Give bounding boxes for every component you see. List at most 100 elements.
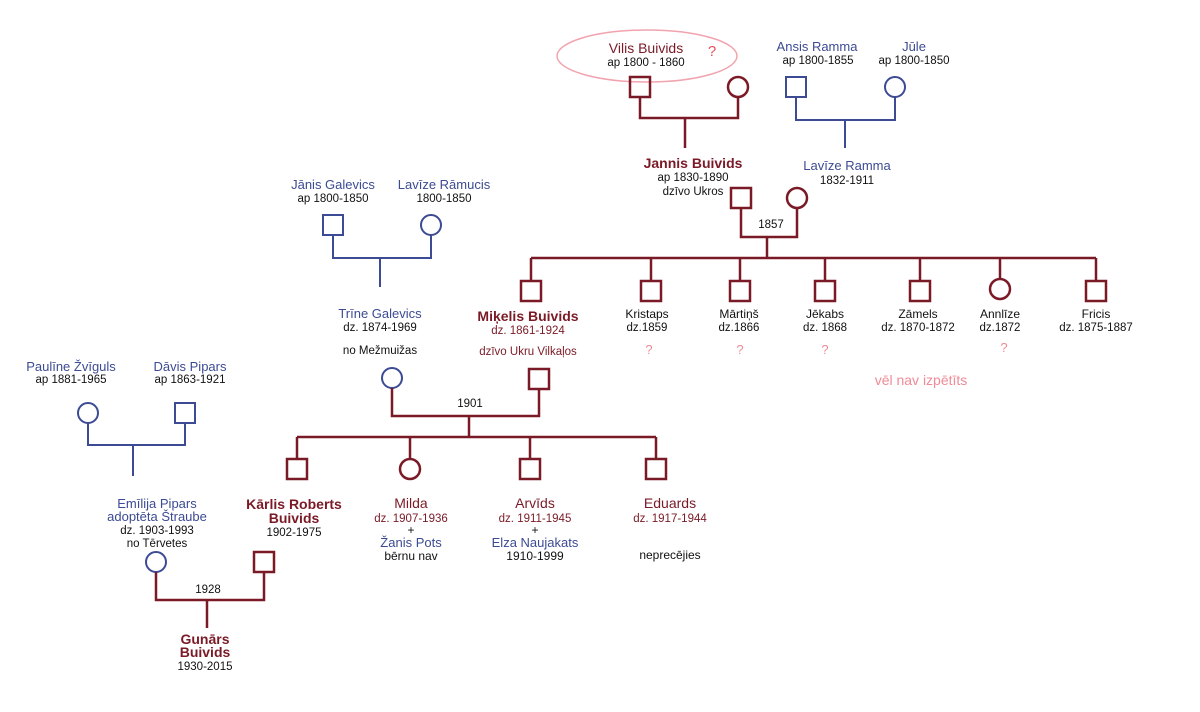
family-mikelis <box>285 367 668 481</box>
zamels-name: Zāmels <box>898 307 938 321</box>
female-symbol <box>420 214 442 236</box>
fricis-dates: dz. 1875-1887 <box>1059 322 1133 334</box>
arvids-spouse: Elza Naujakats <box>491 535 579 550</box>
family-karlis <box>145 550 276 628</box>
milda-dates: dz. 1907-1936 <box>374 513 448 525</box>
male-symbol <box>322 214 344 236</box>
mikelis-name: Miķelis Buivids <box>477 308 579 324</box>
lavize-ramma-name: Lavīze Ramma <box>803 158 891 173</box>
male-symbol <box>252 550 276 574</box>
janis-galevics-name: Jānis Galevics <box>291 177 375 192</box>
emilija-name: Emīlija Pipars <box>117 496 197 511</box>
male-symbol <box>285 457 309 481</box>
lavize-ramucis-dates: 1800-1850 <box>416 193 472 205</box>
couple-pipars <box>77 402 196 476</box>
annlize-name: Annlīze <box>979 307 1021 321</box>
pauline-dates: ap 1881-1965 <box>35 374 107 386</box>
milda-spouse: Žanis Pots <box>380 535 442 550</box>
ansis-dates: ap 1800-1855 <box>782 55 854 67</box>
zamels-dates: dz. 1870-1872 <box>881 322 955 334</box>
lavize-ramma-dates: 1832-1911 <box>819 175 875 187</box>
arvids-name: Arvīds <box>515 495 555 511</box>
couple-galevics <box>322 214 442 287</box>
arvids-plus: + <box>531 523 539 537</box>
female-symbol <box>77 402 99 424</box>
marriage-year-1857: 1857 <box>758 219 784 231</box>
kristaps-question-mark: ? <box>645 342 653 357</box>
couple-ansis-jule <box>785 76 906 148</box>
fricis-name: Fricis <box>1081 307 1111 321</box>
annlize-dates: dz.1872 <box>979 322 1021 334</box>
arvids-dates: dz. 1911-1945 <box>498 513 572 525</box>
uncertain-ancestor-ellipse <box>556 29 738 83</box>
female-symbol <box>145 551 167 573</box>
mikelis-note: dzīvo Ukru Vilkaļos <box>479 346 577 358</box>
jule-dates: ap 1800-1850 <box>878 55 950 67</box>
marriage-year-1901: 1901 <box>457 398 483 410</box>
jannis-dates: ap 1830-1890 <box>657 172 729 184</box>
not-researched-note: vēl nav izpētīts <box>874 372 968 388</box>
kristaps-name: Kristaps <box>625 307 669 321</box>
male-symbol <box>729 186 753 210</box>
male-symbol <box>174 402 196 424</box>
female-symbol <box>726 75 750 99</box>
ansis-name: Ansis Ramma <box>776 39 858 54</box>
male-symbol <box>813 279 837 303</box>
female-symbol <box>988 277 1012 301</box>
milda-note: bērnu nav <box>384 549 438 563</box>
trine-note: no Mežmuižas <box>342 345 418 357</box>
male-symbol <box>639 279 663 303</box>
mikelis-dates: dz. 1861-1924 <box>491 325 565 337</box>
trine-name: Trīne Galevics <box>338 306 422 321</box>
jannis-name: Jannis Buivids <box>643 155 743 171</box>
female-symbol <box>398 457 422 481</box>
arvids-spouse-dates: 1910-1999 <box>506 549 564 563</box>
karlis-dates: 1902-1975 <box>266 527 322 539</box>
emilija-adopted-name: adoptēta Štraube <box>107 509 207 524</box>
milda-plus: + <box>407 523 415 537</box>
jekabs-question-mark: ? <box>821 342 829 357</box>
martins-name: Mārtiņš <box>719 307 759 321</box>
trine-dates: dz. 1874-1969 <box>343 322 417 334</box>
milda-name: Milda <box>394 495 428 511</box>
vilis-question-mark: ? <box>707 43 717 60</box>
female-symbol <box>381 367 403 389</box>
emilija-dates: dz. 1903-1993 <box>120 525 194 537</box>
eduards-note: neprecējies <box>639 548 701 562</box>
male-symbol <box>628 75 652 99</box>
eduards-name: Eduards <box>643 495 697 511</box>
janis-galevics-dates: ap 1800-1850 <box>297 193 369 205</box>
vilis-dates: ap 1800 - 1860 <box>607 57 685 69</box>
male-symbol <box>519 279 543 303</box>
female-symbol <box>884 76 906 98</box>
male-symbol <box>1084 279 1108 303</box>
jekabs-name: Jēkabs <box>805 307 845 321</box>
martins-dates: dz.1866 <box>718 322 760 334</box>
male-symbol <box>644 457 668 481</box>
male-symbol <box>527 367 551 391</box>
vilis-name: Vilis Buivids <box>608 40 684 56</box>
eduards-dates: dz. 1917-1944 <box>633 513 707 525</box>
lavize-ramucis-name: Lavīze Rāmucis <box>397 177 491 192</box>
gunars-name-line1: Gunārs <box>180 631 230 647</box>
jule-name: Jūle <box>902 39 926 54</box>
gunars-dates: 1930-2015 <box>177 661 233 673</box>
jekabs-dates: dz. 1868 <box>802 322 848 334</box>
jannis-note: dzīvo Ukros <box>662 186 724 198</box>
male-symbol <box>908 279 932 303</box>
emilija-note: no Tērvetes <box>126 538 188 550</box>
couple-vilis <box>628 75 750 148</box>
gunars-name-line2: Buivids <box>179 644 231 660</box>
davis-dates: ap 1863-1921 <box>154 374 226 386</box>
martins-question-mark: ? <box>736 342 744 357</box>
davis-name: Dāvis Pipars <box>153 359 227 374</box>
male-symbol <box>518 457 542 481</box>
family-jannis <box>519 186 1108 303</box>
female-symbol <box>785 186 809 210</box>
pauline-name: Paulīne Žvīguls <box>26 359 116 374</box>
marriage-year-1928: 1928 <box>195 584 221 596</box>
karlis-name-line1: Kārlis Roberts <box>246 496 342 512</box>
karlis-name-line2: Buivids <box>268 510 320 526</box>
annlize-question-mark: ? <box>1000 340 1008 355</box>
